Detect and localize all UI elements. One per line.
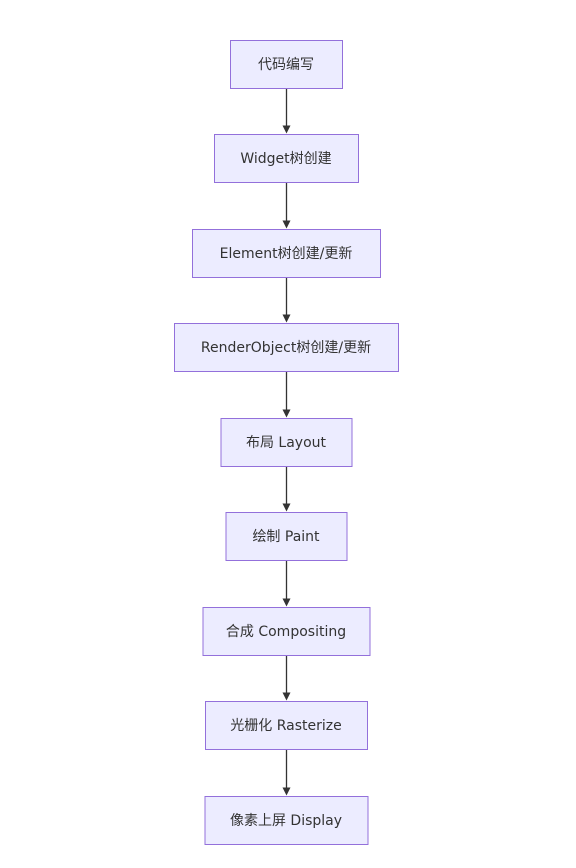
flow-node-8: 光栅化 Rasterize	[205, 701, 368, 750]
flow-node-label: RenderObject树创建/更新	[201, 340, 371, 356]
flow-edge-8	[282, 749, 291, 796]
flow-node-label: 代码编写	[258, 57, 314, 73]
flowchart-edges	[282, 88, 291, 796]
flow-node-6: 绘制 Paint	[225, 512, 348, 561]
flow-edge-7	[282, 655, 291, 701]
flow-node-1: 代码编写	[230, 40, 343, 89]
flow-node-5: 布局 Layout	[220, 418, 353, 467]
flow-node-4: RenderObject树创建/更新	[174, 323, 399, 372]
flow-node-box	[220, 418, 353, 467]
flow-node-box	[204, 796, 369, 845]
flow-node-3: Element树创建/更新	[192, 229, 381, 278]
flow-node-7: 合成 Compositing	[202, 607, 371, 656]
flow-node-label: 布局 Layout	[246, 435, 327, 451]
flow-node-label: 光栅化 Rasterize	[230, 718, 341, 734]
flow-edge-5	[282, 466, 291, 512]
flow-edge-4	[282, 371, 291, 418]
arrowhead-icon	[282, 220, 291, 229]
flow-node-label: 绘制 Paint	[252, 529, 320, 545]
arrowhead-icon	[282, 503, 291, 512]
arrowhead-icon	[282, 409, 291, 418]
flowchart-nodes: 代码编写 Widget树创建 Element树创建/更新 RenderObject树创…	[174, 40, 399, 845]
flow-edge-1	[282, 88, 291, 134]
arrowhead-icon	[282, 787, 291, 796]
arrowhead-icon	[282, 125, 291, 134]
flow-node-2: Widget树创建	[214, 134, 359, 183]
flow-node-box	[225, 512, 348, 561]
flow-node-box	[202, 607, 371, 656]
flow-node-box	[230, 40, 343, 89]
arrowhead-icon	[282, 314, 291, 323]
flow-node-label: Element树创建/更新	[220, 246, 353, 262]
flow-node-label: 像素上屏 Display	[230, 813, 342, 829]
flow-edge-6	[282, 560, 291, 607]
flow-edge-3	[282, 277, 291, 323]
flow-node-box	[205, 701, 368, 750]
flow-node-box	[214, 134, 359, 183]
flow-edge-2	[282, 182, 291, 229]
flow-node-9: 像素上屏 Display	[204, 796, 369, 845]
flow-node-box	[192, 229, 381, 278]
flow-node-box	[174, 323, 399, 372]
flow-node-label: 合成 Compositing	[226, 624, 346, 640]
flow-node-label: Widget树创建	[240, 151, 331, 167]
arrowhead-icon	[282, 692, 291, 701]
arrowhead-icon	[282, 598, 291, 607]
